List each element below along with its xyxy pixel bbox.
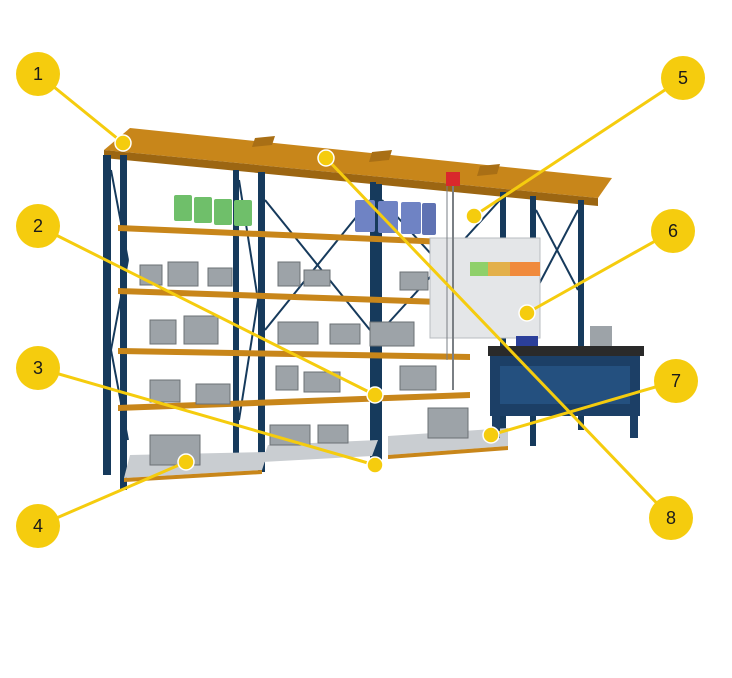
tooling-parts xyxy=(139,261,469,466)
callout-6-badge: 6 xyxy=(651,209,695,253)
tool-board xyxy=(429,237,541,339)
chain-hoist xyxy=(446,172,460,390)
callout-8-badge: 8 xyxy=(649,496,693,540)
callout-7-badge: 7 xyxy=(654,359,698,403)
callout-4-badge: 4 xyxy=(16,504,60,548)
canopy-beam xyxy=(104,128,612,206)
callout-5-badge: 5 xyxy=(661,56,705,100)
callout-leaders xyxy=(36,72,685,528)
fluid-jugs xyxy=(174,195,436,235)
callout-1-badge: 1 xyxy=(16,52,60,96)
workbench xyxy=(488,326,644,438)
callout-2-badge: 2 xyxy=(16,204,60,248)
callout-3-badge: 3 xyxy=(16,346,60,390)
callout-dots xyxy=(114,134,536,474)
